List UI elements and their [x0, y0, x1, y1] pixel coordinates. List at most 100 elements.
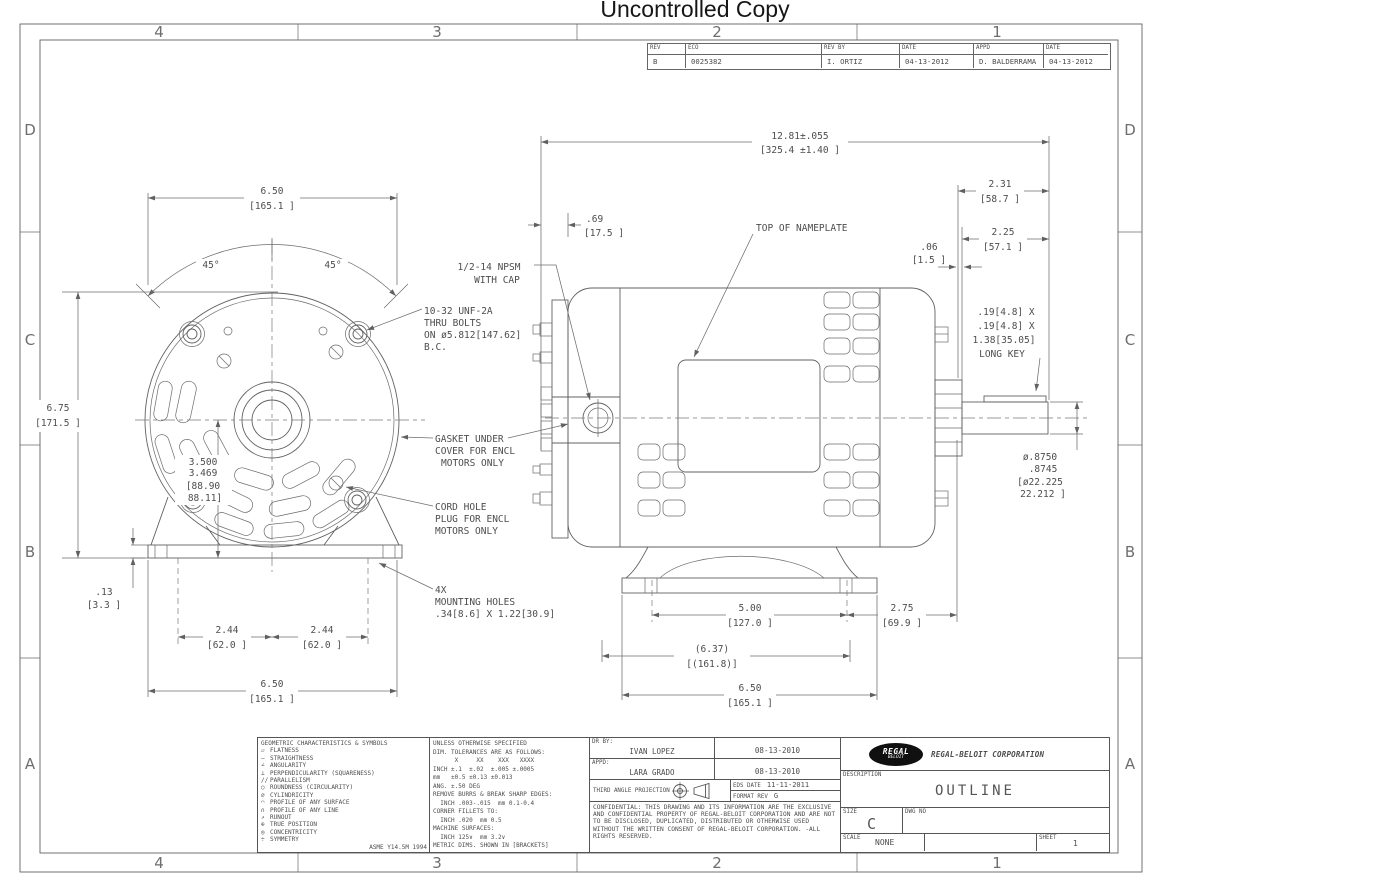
flatness-icon: ▱ [261, 747, 265, 755]
cord-callout-3: MOTORS ONLY [435, 526, 498, 537]
dim-overall-in: 12.81±.055 [771, 131, 828, 142]
geometric-symbols-box: GEOMETRIC CHARACTERISTICS & SYMBOLS ▱FLA… [258, 738, 430, 852]
dim-holes-mm: [127.0 ] [727, 618, 773, 629]
geo-label: ROUNDNESS (CIRCULARITY) [270, 784, 354, 792]
geo-label: PERPENDICULARITY (SQUARENESS) [270, 769, 375, 777]
approved-by-name: LARA GRADO [629, 768, 675, 777]
company-box: REGAL BELOIT REGAL-BELOIT CORPORATION DE… [841, 738, 1109, 852]
gasket-callout-1: GASKET UNDER [435, 434, 504, 445]
dim-hole-shaft-mm: [69.9 ] [882, 618, 922, 629]
leader-lines [345, 233, 1041, 590]
dim-center-height-2: 3.469 [189, 468, 218, 479]
zone-row: B [25, 543, 35, 561]
geo-label: SYMMETRY [270, 836, 299, 844]
mount-callout-1: 4X [435, 585, 447, 596]
dim-ref-mm: [(161.8)] [686, 659, 737, 670]
logo-text-top: REGAL [882, 746, 910, 756]
approved-by-label: APPD: [592, 760, 610, 766]
dim-setback-in: .69 [586, 214, 603, 225]
tolerance-line: METRIC DIMS. SHOWN IN [BRACKETS] [433, 842, 549, 849]
drawn-by-label: DR BY: [592, 739, 613, 745]
confidential-notice: CONFIDENTIAL: THIS DRAWING AND ITS INFOR… [593, 804, 836, 840]
dim-side-base-in: 6.50 [739, 683, 762, 694]
dim-foot-right-mm: [62.0 ] [302, 640, 342, 651]
conduit-box [532, 299, 620, 539]
dim-hole-shaft-in: 2.75 [891, 603, 914, 614]
dim-center-height-1: 3.500 [189, 457, 218, 468]
bolts-callout-1: 10-32 UNF-2A [424, 306, 493, 317]
key-callout-1: .19[4.8] X [977, 307, 1034, 318]
dim-angle-right: 45° [324, 260, 341, 271]
motor-front-view [135, 240, 425, 572]
dim-foot-thk-mm: [3.3 ] [87, 600, 121, 611]
callout-texts: 1/2-14 NPSM WITH CAP 10-32 UNF-2A THRU B… [424, 262, 555, 620]
dim-foot-left-mm: [62.0 ] [207, 640, 247, 651]
projection-label: THIRD ANGLE PROJECTION [593, 787, 670, 794]
side-base [621, 546, 878, 594]
dim-gap-in: .06 [920, 242, 937, 253]
scale-label: SCALE [843, 835, 861, 841]
dwg-no-label: DWG NO [905, 809, 926, 815]
zone-col: 3 [432, 23, 442, 41]
dim-overall-mm: [325.4 ±1.40 ] [760, 145, 840, 156]
end-bolt [934, 326, 949, 343]
npsm-callout-1: 1/2-14 NPSM [458, 262, 521, 273]
zone-labels: 4 3 2 1 4 3 2 1 D C B A D C B A [24, 23, 1136, 872]
zone-col: 3 [432, 854, 442, 872]
nameplate-callout: TOP OF NAMEPLATE [756, 223, 848, 234]
tolerance-line: UNLESS OTHERWISE SPECIFIED [433, 740, 527, 747]
sheet-label: SHEET [1039, 835, 1057, 841]
dim-side-base-mm: [165.1 ] [727, 698, 773, 709]
parallelism-icon: // [261, 777, 269, 785]
bolts-callout-2: THRU BOLTS [424, 318, 481, 329]
dim-front-height-in: 6.75 [47, 403, 70, 414]
dim-ext2-mm: [57.1 ] [983, 242, 1023, 253]
dim-center-height-3: [88.90 [186, 481, 221, 492]
eds-date-label: EDS DATE [733, 783, 761, 789]
zone-col: 1 [992, 23, 1002, 41]
company-name: REGAL-BELOIT CORPORATION [931, 749, 1045, 759]
symmetry-icon: ÷ [261, 836, 265, 844]
rev-value: 04-13-2012 [899, 55, 973, 68]
regal-beloit-logo: REGAL BELOIT [869, 742, 923, 766]
revision-table: REV ECO REV BY DATE APPD DATE B 0025382 … [647, 43, 1111, 70]
dim-gap-mm: [1.5 ] [912, 255, 946, 266]
dim-foot-left-in: 2.44 [216, 625, 239, 636]
tolerance-line: INCH ±.1 ±.02 ±.005 ±.0005 [433, 765, 535, 773]
slotted-screws [216, 344, 344, 491]
third-angle-projection-icon [671, 781, 710, 800]
rev-header: REV BY [821, 44, 899, 55]
npsm-callout-2: WITH CAP [474, 275, 520, 286]
approved-date: 08-13-2010 [754, 767, 801, 776]
tolerance-line: INCH .003-.015 mm 0.1-0.4 [433, 799, 535, 807]
zone-row: C [25, 331, 35, 349]
tolerance-line: MACHINE SURFACES: [433, 825, 495, 832]
true-position-icon: ⊕ [261, 821, 265, 829]
profile-surface-icon: ◠ [261, 799, 265, 807]
concentricity-icon: ◎ [261, 828, 265, 836]
angularity-icon: ∠ [261, 762, 265, 770]
zone-row: A [1125, 755, 1136, 773]
description-label: DESCRIPTION [843, 772, 882, 778]
zone-row: C [1125, 331, 1135, 349]
zone-col: 2 [712, 854, 722, 872]
profile-line-icon: ∩ [261, 806, 265, 814]
rev-value: B [653, 57, 658, 66]
tolerance-line: INCH 125∨ mm 3.2∨ [433, 833, 506, 841]
cord-callout-2: PLUG FOR ENCL [435, 514, 510, 525]
front-feet [147, 496, 403, 559]
mount-callout-3: .34[8.6] X 1.22[30.9] [435, 609, 555, 620]
size-label: SIZE [843, 809, 857, 815]
zone-col: 4 [154, 23, 164, 41]
dim-ext1-in: 2.31 [989, 179, 1012, 190]
dim-holes-in: 5.00 [739, 603, 762, 614]
drawing-description: OUTLINE [934, 783, 1015, 799]
cord-callout-1: CORD HOLE [435, 502, 487, 513]
geo-label: PARALLELISM [270, 777, 310, 785]
scale-value: NONE [875, 838, 895, 847]
dimension-texts: 6.50 [165.1 ] 45° 45° 6.75 [171.5 ] 3.50… [35, 131, 1066, 709]
dim-front-base-in: 6.50 [261, 679, 284, 690]
dim-angle-left: 45° [202, 260, 219, 271]
dim-ext1-mm: [58.7 ] [980, 194, 1020, 205]
